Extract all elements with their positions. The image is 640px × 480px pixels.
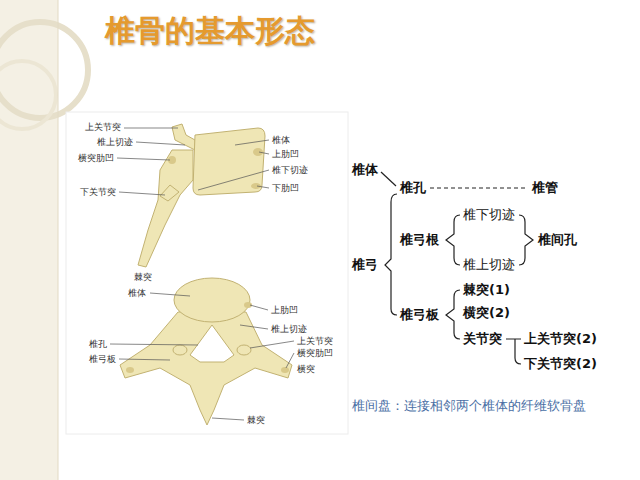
tree-term: 上关节突(2) (524, 331, 597, 347)
part-label: 上肋凹 (272, 149, 299, 160)
tree-term: 椎弓板 (400, 307, 439, 323)
tree-term: 关节突 (463, 331, 502, 347)
part-label: 椎孔 (89, 339, 107, 350)
part-label: 椎体 (272, 135, 290, 146)
part-label: 棘突 (134, 272, 152, 283)
part-label: 椎弓板 (89, 354, 116, 365)
part-label: 椎体 (128, 288, 146, 299)
part-label: 上关节突 (85, 122, 121, 133)
tree-term: 椎体 (352, 162, 378, 178)
part-label: 上关节突 (297, 336, 333, 347)
slide-title: 椎骨的基本形态 (105, 12, 315, 50)
tree-term: 椎管 (532, 180, 558, 196)
tree-term: 横突(2) (463, 305, 510, 321)
part-label: 横突肋凹 (78, 153, 114, 164)
part-label: 下关节突 (80, 187, 116, 198)
tree-term: 下关节突(2) (524, 356, 597, 372)
tree-term: 棘突(1) (463, 282, 510, 298)
tree-term: 椎弓根 (400, 232, 439, 248)
tree-term: 椎上切迹 (463, 257, 515, 273)
tree-term: 椎弓 (352, 257, 378, 273)
part-label: 上肋凹 (271, 305, 298, 316)
note-text: 椎间盘：连接相邻两个椎体的纤维软骨盘 (352, 398, 624, 415)
tree-term: 椎下切迹 (463, 207, 515, 223)
tree-term: 椎孔 (400, 180, 426, 196)
part-label: 下肋凹 (272, 183, 299, 194)
part-label: 椎上切迹 (97, 137, 133, 148)
part-label: 棘突 (247, 415, 265, 426)
tree-term: 椎间孔 (538, 232, 577, 248)
part-label: 横突 (297, 364, 315, 375)
part-label: 横突肋凹 (297, 348, 333, 359)
part-label: 椎上切迹 (271, 324, 307, 335)
part-label: 椎下切迹 (272, 165, 308, 176)
